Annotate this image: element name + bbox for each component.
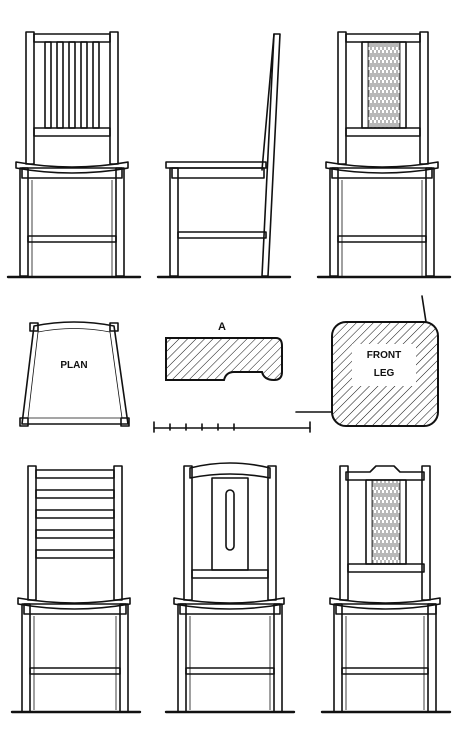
chair-front-slatted (6, 31, 142, 279)
plan-label: PLAN (60, 360, 87, 371)
chair-side-view (156, 33, 292, 279)
seat-section: A (153, 321, 311, 433)
chair-front-splat (316, 31, 452, 279)
front-leg-section: FRONT LEG (295, 295, 439, 427)
seat-plan: PLAN (19, 321, 130, 427)
section-label: A (218, 321, 226, 333)
chair-ladder-back (10, 465, 142, 714)
front-leg-label-2: LEG (374, 368, 395, 379)
chair-crest-rail (320, 465, 452, 714)
chair-slotted-splat (164, 462, 296, 714)
front-leg-label-1: FRONT (367, 350, 401, 361)
